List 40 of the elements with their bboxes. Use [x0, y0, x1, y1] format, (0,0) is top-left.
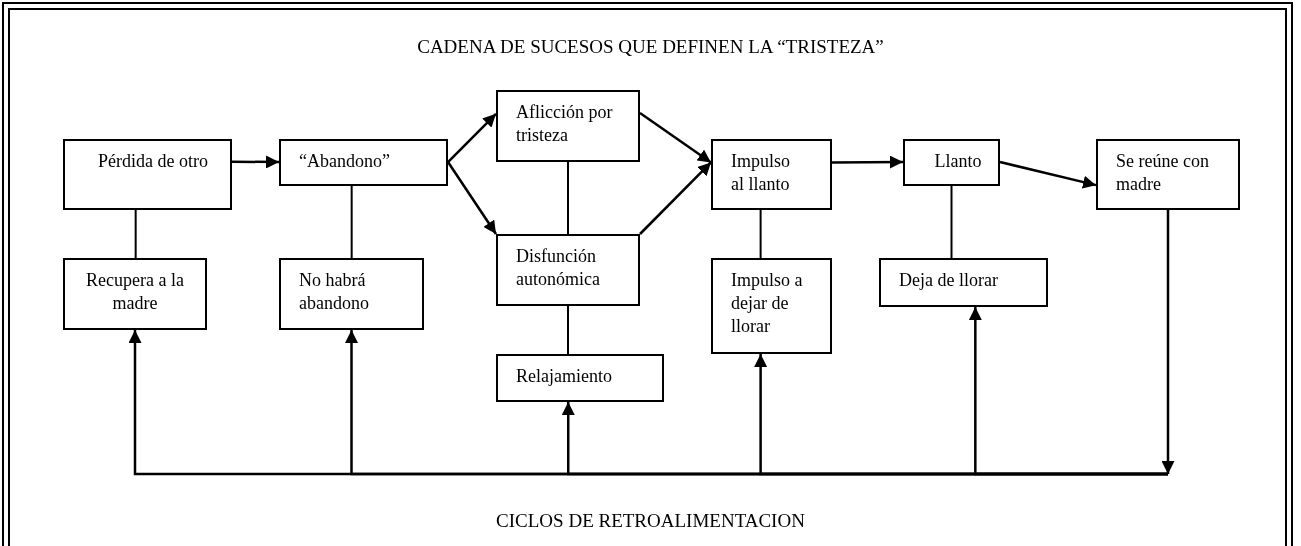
process-box [63, 258, 207, 330]
box-text: Llanto [933, 150, 983, 173]
arrow [832, 155, 903, 169]
process-box [63, 139, 232, 210]
box-text: Disfunción autonómica [516, 245, 601, 291]
box-text: Relajamiento [516, 365, 613, 388]
process-box [496, 234, 640, 306]
box-text: Aflicción por tristeza [516, 101, 614, 147]
arrow [447, 112, 497, 163]
box-text: “Abandono” [299, 150, 391, 173]
box-text: Deja de llorar [899, 269, 999, 292]
arrow [639, 161, 712, 235]
arrow [232, 155, 279, 169]
box-text: Impulso al llanto [731, 150, 791, 196]
connector-line [567, 161, 569, 235]
connector-line [134, 209, 137, 259]
section-label: CICLOS DE RETROALIMENTACION [495, 510, 806, 532]
box-text: No habrá abandono [299, 269, 370, 315]
feedback-arrow [968, 307, 1168, 476]
process-box [1096, 139, 1240, 210]
process-box [496, 354, 664, 402]
feedback-arrow [1161, 210, 1175, 474]
box-text: Se reúne con madre [1116, 150, 1210, 196]
process-box [711, 258, 832, 354]
process-box [279, 139, 448, 186]
connector-line [567, 305, 569, 355]
process-box [879, 258, 1048, 307]
connector-line [759, 209, 762, 259]
connector-line [350, 185, 353, 259]
process-box [711, 139, 832, 210]
diagram-title: CADENA DE SUCESOS QUE DEFINEN LA “TRISTEZA” [416, 36, 885, 58]
box-text: Recupera a la madre [85, 269, 185, 315]
box-text: Impulso a dejar de llorar [731, 269, 804, 338]
connector-line [950, 185, 953, 259]
box-text: Pérdida de otro [97, 150, 209, 173]
arrow [639, 112, 712, 164]
arrow [999, 160, 1097, 189]
process-box [279, 258, 424, 330]
process-box [903, 139, 1000, 186]
process-box [496, 90, 640, 162]
